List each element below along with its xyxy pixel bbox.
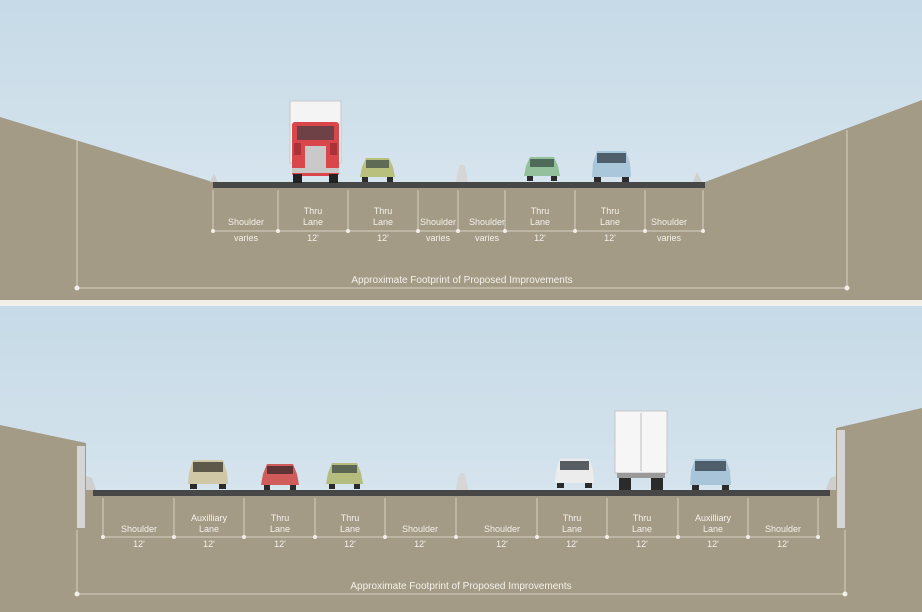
retaining-wall-right <box>837 430 845 528</box>
existing_section-lane-7-name: Shoulder <box>651 217 687 227</box>
median-barrier-top <box>456 165 468 182</box>
existing_section-lane-1-name: Lane <box>303 217 323 227</box>
median-barrier-bottom <box>456 473 468 490</box>
proposed_section-lane-1-name: Auxilliary <box>191 513 228 523</box>
proposed-lane-labels: Shoulder12'AuxilliaryLane12'ThruLane12'T… <box>121 513 801 549</box>
proposed_section-lane-9-name: Shoulder <box>765 524 801 534</box>
sedan-tan <box>188 460 228 489</box>
sedan-white <box>555 459 594 488</box>
existing_section-lane-4-name: Shoulder <box>469 217 505 227</box>
retaining-wall-left <box>77 446 85 528</box>
semi-truck <box>289 100 342 183</box>
proposed_section-lane-9-width: 12' <box>777 539 789 549</box>
ground-top <box>0 100 922 300</box>
proposed_section-lane-1-width: 12' <box>203 539 215 549</box>
proposed_section-lane-0-width: 12' <box>133 539 145 549</box>
curb-left-top <box>210 174 218 182</box>
proposed_section-lane-2-name: Lane <box>270 524 290 534</box>
existing_section-lane-0-name: Shoulder <box>228 217 264 227</box>
proposed_section-lane-6-name: Lane <box>562 524 582 534</box>
box-truck <box>614 410 668 490</box>
proposed_section-lane-1-name: Lane <box>199 524 219 534</box>
existing_section-lane-3-width: varies <box>426 233 451 243</box>
existing_section-lane-6-name: Thru <box>601 206 620 216</box>
proposed_section-lane-5-width: 12' <box>496 539 508 549</box>
proposed_section-lane-5-name: Shoulder <box>484 524 520 534</box>
pavement-bottom <box>93 490 830 496</box>
suv-blue-top <box>592 151 631 182</box>
proposed_section-lane-2-name: Thru <box>271 513 290 523</box>
existing_section-lane-1-width: 12' <box>307 233 319 243</box>
existing_section-lane-2-width: 12' <box>377 233 389 243</box>
existing_section-lane-1-name: Thru <box>304 206 323 216</box>
proposed_section-lane-4-name: Shoulder <box>402 524 438 534</box>
existing_section-lane-2-name: Lane <box>373 217 393 227</box>
proposed-footprint-label: Approximate Footprint of Proposed Improv… <box>350 581 571 592</box>
existing-dim-dots <box>211 229 705 233</box>
existing_section-lane-3-name: Shoulder <box>420 217 456 227</box>
existing-lane-dividers <box>76 130 848 288</box>
pavement-top <box>213 182 705 188</box>
existing_section-lane-0-width: varies <box>234 233 259 243</box>
existing-section-panel: ShouldervariesThruLane12'ThruLane12'Shou… <box>0 0 922 300</box>
proposed_section-lane-2-width: 12' <box>274 539 286 549</box>
existing_section-lane-2-name: Thru <box>374 206 393 216</box>
existing_section-lane-7-width: varies <box>657 233 682 243</box>
proposed_section-lane-0-name: Shoulder <box>121 524 157 534</box>
proposed_section-lane-8-name: Lane <box>703 524 723 534</box>
ground-bottom <box>0 408 922 612</box>
proposed_section-lane-7-name: Thru <box>633 513 652 523</box>
existing_section-lane-5-width: 12' <box>534 233 546 243</box>
existing-footprint-label: Approximate Footprint of Proposed Improv… <box>351 275 572 286</box>
existing_section-lane-5-name: Lane <box>530 217 550 227</box>
proposed-lane-dividers <box>76 498 846 594</box>
sedan-green-right <box>524 157 560 181</box>
proposed_section-lane-8-width: 12' <box>707 539 719 549</box>
curb-right-top <box>693 172 702 182</box>
existing_section-lane-5-name: Thru <box>531 206 550 216</box>
existing-lane-labels: ShouldervariesThruLane12'ThruLane12'Shou… <box>228 206 687 243</box>
proposed_section-lane-3-name: Thru <box>341 513 360 523</box>
suv-blue-bottom <box>690 459 731 490</box>
proposed_section-lane-6-width: 12' <box>566 539 578 549</box>
sedan-green-bottom <box>326 463 363 489</box>
proposed_section-lane-3-name: Lane <box>340 524 360 534</box>
existing_section-lane-6-name: Lane <box>600 217 620 227</box>
sedan-red <box>261 464 299 490</box>
panel-separator <box>0 300 922 306</box>
proposed_section-lane-4-width: 12' <box>414 539 426 549</box>
proposed-section-panel: Shoulder12'AuxilliaryLane12'ThruLane12'T… <box>0 306 922 612</box>
sedan-green-left <box>360 158 395 182</box>
proposed-dim-dots <box>101 535 820 539</box>
proposed_section-lane-7-width: 12' <box>636 539 648 549</box>
proposed_section-lane-7-name: Lane <box>632 524 652 534</box>
existing_section-lane-6-width: 12' <box>604 233 616 243</box>
proposed_section-lane-6-name: Thru <box>563 513 582 523</box>
existing_section-lane-4-width: varies <box>475 233 500 243</box>
proposed_section-lane-8-name: Auxilliary <box>695 513 732 523</box>
proposed_section-lane-3-width: 12' <box>344 539 356 549</box>
